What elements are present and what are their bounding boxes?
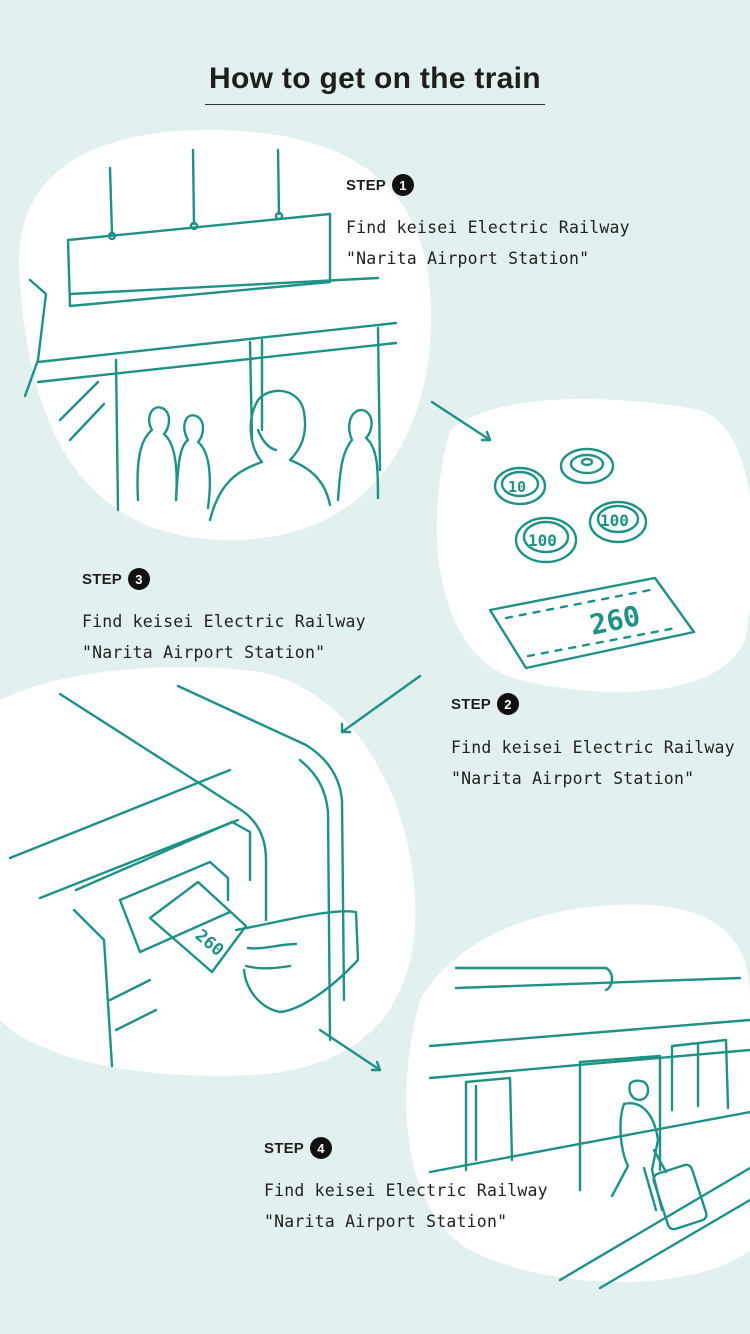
coin-100-label-left: 100 — [528, 531, 557, 550]
step-1-line1: Find keisei Electric Railway — [346, 218, 630, 237]
step-3-heading: STEP 3 — [82, 568, 150, 590]
ticket-illustration — [488, 576, 696, 670]
step-1-line2: "Narita Airport Station" — [346, 249, 590, 268]
step-3-description: Find keisei Electric Railway "Narita Air… — [82, 606, 366, 668]
page-title-text: How to get on the train — [205, 62, 545, 105]
step-4-line1: Find keisei Electric Railway — [264, 1181, 548, 1200]
step-4-description: Find keisei Electric Railway "Narita Air… — [264, 1175, 548, 1237]
step1-blob — [19, 130, 432, 540]
coins-illustration — [493, 447, 648, 564]
step-1-label: STEP — [346, 176, 386, 194]
step4-blob — [406, 904, 750, 1282]
step-1-description: Find keisei Electric Railway "Narita Air… — [346, 212, 630, 274]
step-1-number-badge: 1 — [391, 174, 414, 196]
step-1-heading: STEP 1 — [346, 174, 414, 196]
step-2-number-badge: 2 — [496, 693, 519, 715]
train-illustration — [428, 966, 750, 1290]
coin-100-label-right: 100 — [600, 511, 629, 530]
step-2-heading: STEP 2 — [451, 693, 519, 715]
step-3-label: STEP — [82, 570, 122, 588]
step-2-label: STEP — [451, 695, 491, 713]
page-title: How to get on the train — [0, 62, 750, 105]
step-3-line2: "Narita Airport Station" — [82, 643, 326, 662]
step-4-heading: STEP 4 — [264, 1137, 332, 1159]
step-3-number-badge: 3 — [127, 568, 150, 590]
step-3-line1: Find keisei Electric Railway — [82, 612, 366, 631]
step2-blob — [436, 399, 750, 692]
coin-10-label: 10 — [508, 478, 526, 496]
step-2-line2: "Narita Airport Station" — [451, 769, 695, 788]
step3-blob — [0, 667, 416, 1076]
step-4-number-badge: 4 — [309, 1137, 332, 1159]
ticket-gate-illustration — [8, 684, 360, 1068]
step-2-description: Find keisei Electric Railway "Narita Air… — [451, 732, 735, 794]
station-sign-illustration — [23, 148, 398, 522]
step-4-label: STEP — [264, 1139, 304, 1157]
step-4-line2: "Narita Airport Station" — [264, 1212, 508, 1231]
step-2-line1: Find keisei Electric Railway — [451, 738, 735, 757]
